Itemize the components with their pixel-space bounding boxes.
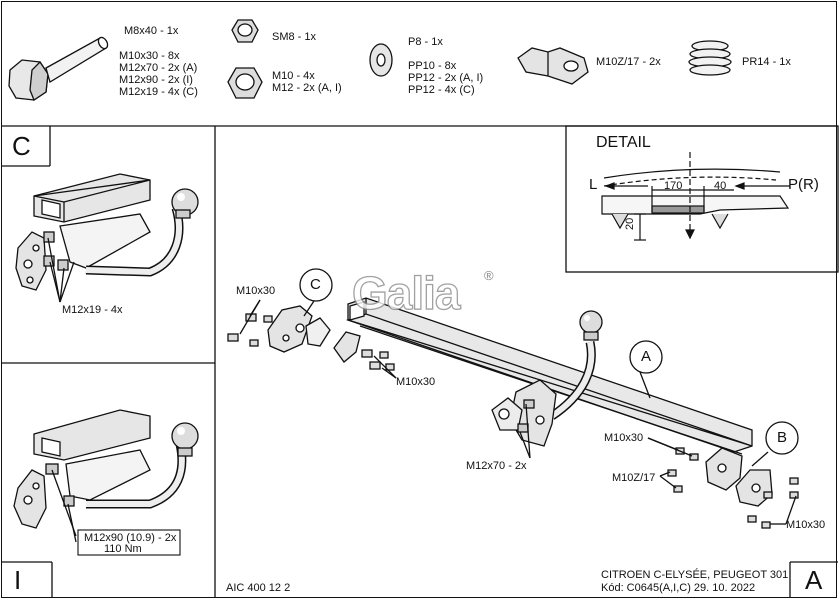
label-m10x30-left: M10x30 <box>236 285 276 297</box>
washer-line-2: PP12 - 2x (A, I) <box>408 72 484 84</box>
small-nut-icon <box>231 19 259 43</box>
panel-i-letter: I <box>14 565 22 595</box>
label-m10x30-bottom-right: M10x30 <box>786 519 826 531</box>
detail-drawing <box>601 152 790 241</box>
callout-letter-c: C <box>310 276 321 293</box>
washer-line-1: PP10 - 8x <box>408 60 457 72</box>
panel-c-callout: M12x19 - 4x <box>62 304 123 316</box>
bracket-label: M10Z/17 - 2x <box>596 56 661 68</box>
galia-logo-text: Galia <box>351 266 461 319</box>
torque-callout-box <box>77 529 181 556</box>
panel-i-callout-1: M12x90 (10.9) - 2x <box>84 532 177 544</box>
spring-label: PR14 - 1x <box>742 56 791 68</box>
detail-right-label: P(R) <box>788 176 819 193</box>
spring-icon <box>688 40 732 76</box>
bolt-line-4: M12x19 - 4x (C) <box>119 86 198 98</box>
label-m10z: M10Z/17 <box>612 472 656 484</box>
panel-i-callout-2: 110 Nm <box>104 543 142 555</box>
detail-dim-40: 40 <box>714 180 727 192</box>
bolt-line-1: M10x30 - 8x <box>119 50 180 62</box>
bracket-icon <box>517 47 589 85</box>
sheet-letter: A <box>805 565 823 595</box>
callout-letter-b: B <box>777 429 788 446</box>
main-assembly-drawing <box>227 268 799 529</box>
label-m10x30-right: M10x30 <box>604 432 644 444</box>
washer-icon <box>369 43 393 77</box>
detail-dim-170: 170 <box>664 180 683 192</box>
label-m10x30-mid: M10x30 <box>396 376 436 388</box>
detail-title: DETAIL <box>596 134 651 151</box>
kod-date: Kód: C0645(A,I,C) 29. 10. 2022 <box>601 582 756 594</box>
bolt-icon <box>8 36 109 101</box>
washer-line-3: PP12 - 4x (C) <box>408 84 475 96</box>
detail-left-label: L <box>589 176 598 193</box>
small-nut-label: SM8 - 1x <box>272 31 317 43</box>
bolt-main-label: M8x40 - 1x <box>124 25 179 37</box>
galia-logo: Galia ® <box>351 266 493 320</box>
galia-logo-mark: ® <box>484 268 494 283</box>
label-m12x70: M12x70 - 2x <box>466 460 527 472</box>
hitch-drawing-c <box>15 173 199 303</box>
nut-line-1: M10 - 4x <box>272 70 315 82</box>
bolt-line-2: M12x70 - 2x (A) <box>119 62 198 74</box>
washer-main-label: P8 - 1x <box>408 36 443 48</box>
panel-c-letter: C <box>12 131 31 161</box>
bolt-line-3: M12x90 - 2x (I) <box>119 74 193 86</box>
vehicle-name: CITROEN C-ELYSÉE, PEUGEOT 301 <box>601 569 789 581</box>
callout-letter-a: A <box>641 348 652 365</box>
nut-line-2: M12 - 2x (A, I) <box>272 82 342 94</box>
drawing-code: AIC 400 12 2 <box>226 582 291 594</box>
hitch-drawing-i <box>13 409 199 543</box>
detail-dim-20: 20 <box>624 217 636 230</box>
nut-icon <box>227 67 263 99</box>
